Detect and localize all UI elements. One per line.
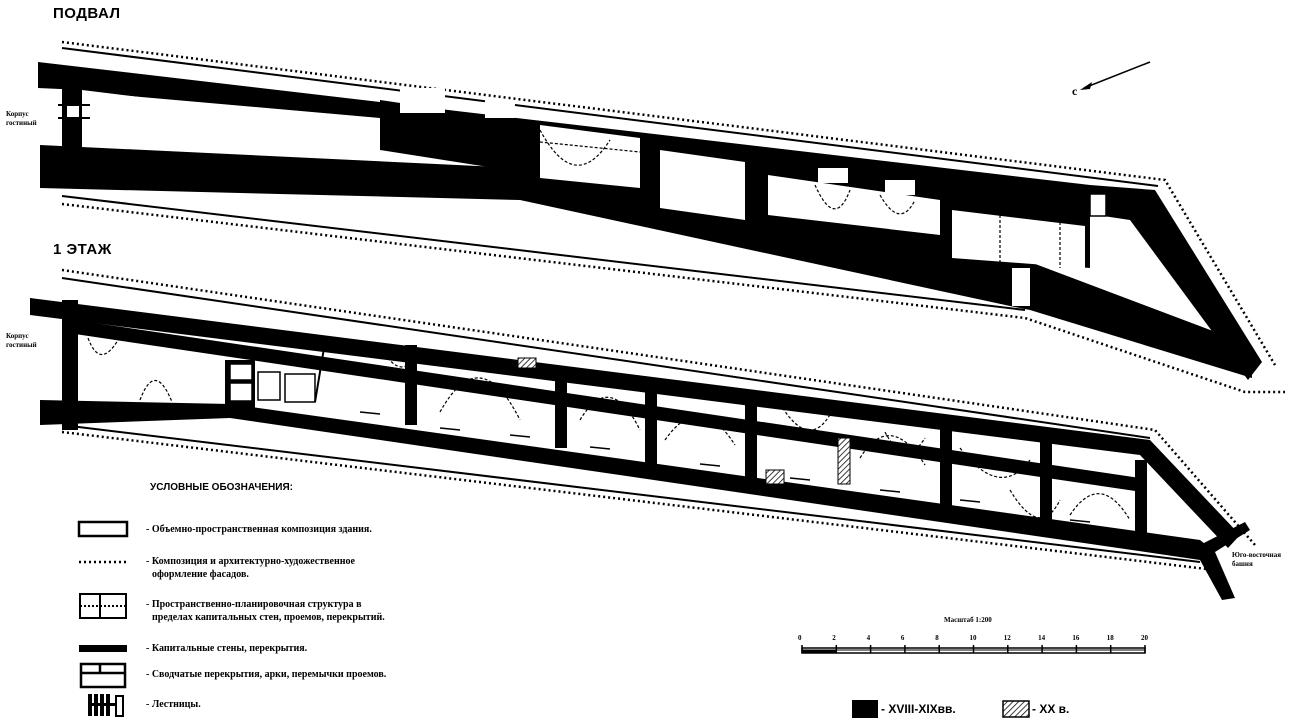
period-old-label: - XVIII-XIXвв. [881, 702, 956, 716]
legend-text: - Капитальные стены, перекрытия. [146, 643, 308, 654]
legend-text: - Лестницы. [146, 699, 201, 710]
label-line: башня [1232, 560, 1253, 568]
scale-tick-label: 6 [900, 634, 905, 642]
basement-top-wall [38, 62, 1262, 380]
legend-item-facade: - Композиция и архитектурно-художественн… [146, 555, 355, 581]
scale-tick-label: 8 [935, 634, 939, 642]
first-outer-wall [30, 298, 1240, 548]
label-line: гостиный [6, 119, 37, 127]
scale-title: Масштаб 1:200 [944, 616, 992, 624]
first-facade-dotted-bottom [61, 430, 1216, 572]
vault-icon [79, 662, 127, 689]
scale-bar [801, 645, 1146, 654]
legend-text: - Композиция и архитектурно-художественн… [146, 556, 355, 567]
southeast-wing [1200, 522, 1250, 600]
scale-tick-label: 18 [1106, 634, 1114, 642]
legend-text: - Пространственно-планировочная структур… [146, 599, 362, 610]
basement-rooms [400, 88, 1085, 306]
first-vaults [87, 337, 1131, 521]
legend-item-walls: - Капитальные стены, перекрытия. [146, 642, 307, 655]
first-corridor-wall [75, 320, 1142, 492]
scale-tick-label: 20 [1141, 634, 1148, 642]
first-stairs [359, 411, 1091, 523]
legend-text: пределах капитальных стен, проемов, пере… [152, 612, 385, 623]
first-floor-title: 1 ЭТАЖ [53, 241, 112, 258]
north-arrow [1080, 61, 1151, 90]
basement-title: ПОДВАЛ [53, 5, 121, 22]
period-new-label: - XX в. [1032, 702, 1070, 716]
southeast-label: Юго-восточная башня [1232, 551, 1281, 569]
legend-text: - Сводчатые перекрытия, арки, перемычки … [146, 669, 387, 680]
label-line: Корпус [6, 332, 29, 340]
stairs-icon [88, 694, 124, 717]
legend-text: оформление фасадов. [152, 569, 249, 580]
scale-tick-label: 4 [866, 634, 871, 642]
first-floor-plan [30, 268, 1256, 600]
outline-rect-icon [77, 520, 129, 538]
legend-item-vaults: - Сводчатые перекрытия, арки, перемычки … [146, 668, 386, 681]
first-side-label: Корпус гостиный [6, 332, 37, 350]
label-line: Юго-восточная [1232, 551, 1281, 559]
north-mark: с [1072, 84, 1078, 98]
scale-tick-label: 0 [798, 634, 802, 642]
basement-facade-dotted-bottom [61, 202, 1285, 394]
first-bottom-wall [40, 400, 1215, 560]
scale-tick-label: 10 [969, 634, 977, 642]
legend-text: - Объемно-пространственная композиция зд… [146, 524, 372, 535]
basement-doorways [58, 104, 1107, 217]
basement-side-label: Корпус гостиный [6, 110, 37, 128]
first-small-rooms [229, 363, 316, 403]
legend-item-volume: - Объемно-пространственная композиция зд… [146, 523, 372, 536]
scale-tick-label: 2 [832, 634, 836, 642]
basement-vaults [394, 111, 1061, 268]
first-facade-dotted-top [61, 268, 1256, 546]
period-old-swatch [852, 700, 878, 718]
period-new-swatch [1002, 700, 1030, 718]
scale-tick-label: 16 [1072, 634, 1080, 642]
plan-structure-icon [79, 593, 127, 619]
label-line: Корпус [6, 110, 29, 118]
scale-tick-label: 12 [1003, 634, 1011, 642]
solid-wall-icon [79, 645, 127, 652]
legend-heading: УСЛОВНЫЕ ОБОЗНАЧЕНИЯ: [150, 482, 293, 493]
legend-item-stairs: - Лестницы. [146, 698, 201, 711]
basement-plan [38, 40, 1285, 394]
legend-item-structure: - Пространственно-планировочная структур… [146, 598, 385, 624]
scale-tick-label: 14 [1038, 634, 1046, 642]
legend-icons [77, 520, 129, 717]
label-line: гостиный [6, 341, 37, 349]
